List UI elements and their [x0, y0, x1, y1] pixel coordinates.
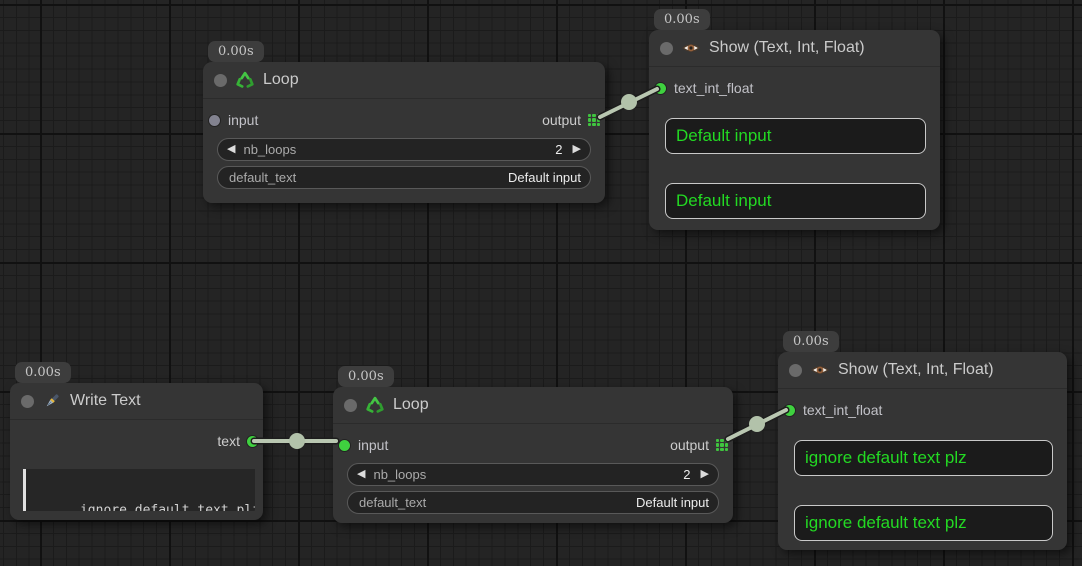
input-slot-label: input	[228, 112, 259, 128]
default-text-widget[interactable]: default_text Default input	[347, 491, 719, 514]
show-text-value: ignore default text plz	[794, 505, 1053, 541]
node-show-1[interactable]: 0.00s Show (Text, Int, Float) text_int_f…	[649, 9, 940, 230]
text-input-value: ignore default text plz	[79, 503, 255, 511]
output-slot-label: output	[542, 112, 581, 128]
eye-icon	[682, 44, 700, 52]
node-show-2[interactable]: 0.00s Show (Text, Int, Float) text_int_f…	[778, 331, 1067, 550]
recycle-icon	[366, 396, 384, 413]
output-slot-label: text	[217, 433, 240, 449]
widget-label: default_text	[359, 495, 427, 510]
execution-time-badge: 0.00s	[783, 331, 839, 352]
widget-value: 2	[683, 467, 691, 482]
show-text-value: Default input	[665, 118, 926, 154]
increment-arrow-icon[interactable]: ▶	[700, 468, 709, 480]
node-loop-1[interactable]: 0.00s Loop input output ◀ nb_loops 2 ▶	[203, 41, 605, 203]
increment-arrow-icon[interactable]: ▶	[572, 143, 581, 155]
execution-time-badge: 0.00s	[338, 366, 394, 387]
grid-output-port[interactable]	[716, 439, 728, 451]
node-loop-2[interactable]: 0.00s Loop input output ◀ nb_loops 2 ▶	[333, 366, 733, 523]
node-header[interactable]: Show (Text, Int, Float)	[649, 30, 940, 67]
default-text-widget[interactable]: default_text Default input	[217, 166, 591, 189]
input-slot-label: text_int_float	[803, 402, 883, 418]
eye-icon	[811, 366, 829, 374]
widget-value: 2	[555, 142, 563, 157]
node-title: Loop	[393, 396, 429, 413]
reroute-dot[interactable]	[621, 94, 637, 110]
node-title: Write Text	[70, 392, 141, 409]
input-port[interactable]	[209, 114, 220, 126]
widget-value: Default input	[636, 495, 709, 510]
widget-value: Default input	[508, 170, 581, 185]
decrement-arrow-icon[interactable]: ◀	[357, 468, 366, 480]
widget-label: default_text	[229, 170, 297, 185]
node-title: Show (Text, Int, Float)	[838, 361, 994, 378]
input-port[interactable]	[339, 439, 350, 451]
output-port[interactable]	[247, 435, 258, 447]
fountain-pen-icon	[46, 394, 59, 407]
execution-time-badge: 0.00s	[208, 41, 264, 62]
nb-loops-widget[interactable]: ◀ nb_loops 2 ▶	[347, 463, 719, 486]
node-write-text[interactable]: 0.00s Write Text text ignore default tex…	[10, 362, 263, 520]
input-slot-label: text_int_float	[674, 80, 754, 96]
reroute-dot[interactable]	[289, 433, 305, 449]
collapse-dot[interactable]	[660, 41, 673, 55]
node-title: Loop	[263, 71, 299, 88]
execution-time-badge: 0.00s	[15, 362, 71, 383]
show-text-value: ignore default text plz	[794, 440, 1053, 476]
text-input[interactable]: ignore default text plz	[23, 469, 255, 511]
widget-label: nb_loops	[243, 142, 297, 157]
decrement-arrow-icon[interactable]: ◀	[227, 143, 236, 155]
recycle-icon	[236, 71, 254, 88]
node-title: Show (Text, Int, Float)	[709, 39, 865, 56]
node-header[interactable]: Loop	[203, 62, 605, 99]
input-port[interactable]	[784, 404, 795, 416]
widget-label: nb_loops	[373, 467, 427, 482]
collapse-dot[interactable]	[21, 394, 34, 408]
grid-output-port[interactable]	[588, 114, 600, 126]
input-port[interactable]	[655, 82, 666, 94]
collapse-dot[interactable]	[344, 398, 357, 412]
text-caret	[23, 469, 26, 511]
nb-loops-widget[interactable]: ◀ nb_loops 2 ▶	[217, 138, 591, 161]
show-text-value: Default input	[665, 183, 926, 219]
node-header[interactable]: Write Text	[10, 383, 263, 420]
link-write1-loop2	[250, 433, 340, 449]
execution-time-badge: 0.00s	[654, 9, 710, 30]
node-header[interactable]: Show (Text, Int, Float)	[778, 352, 1067, 389]
collapse-dot[interactable]	[214, 73, 227, 87]
reroute-dot[interactable]	[749, 416, 765, 432]
collapse-dot[interactable]	[789, 363, 802, 377]
node-header[interactable]: Loop	[333, 387, 733, 424]
output-slot-label: output	[670, 437, 709, 453]
input-slot-label: input	[358, 437, 389, 453]
